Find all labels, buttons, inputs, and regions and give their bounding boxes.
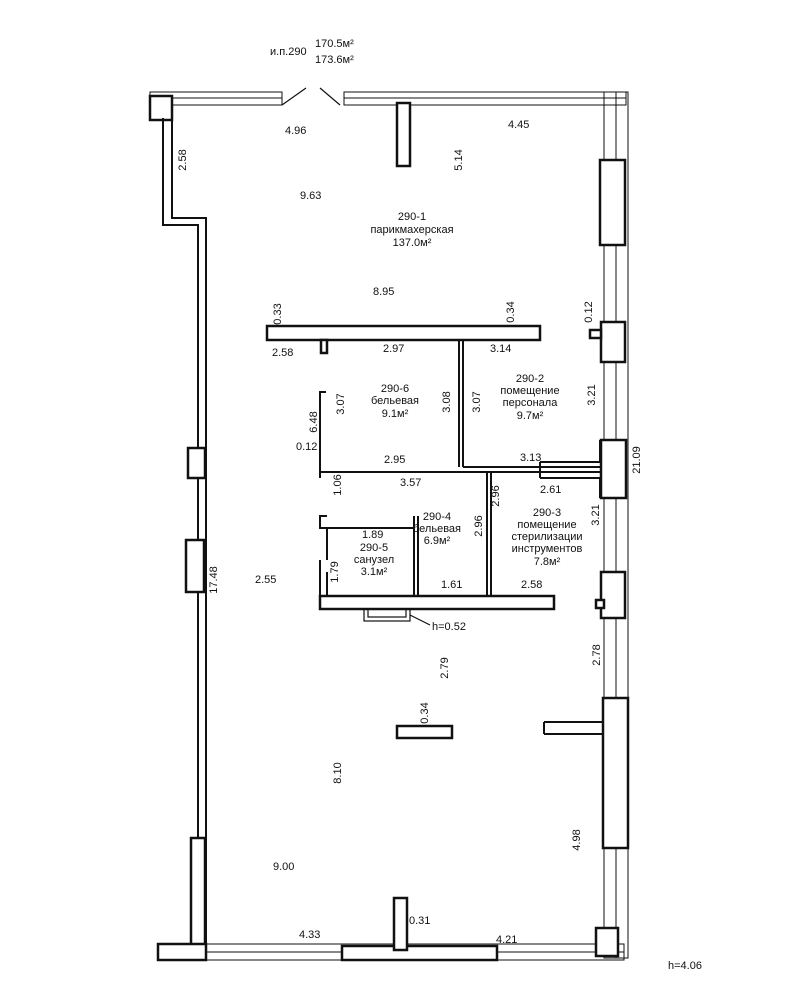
corner-block-bl <box>156 942 208 962</box>
room-290-4-name: бельевая <box>413 523 461 535</box>
lower-partition <box>318 594 556 611</box>
dim-hall-depth: 8.10 <box>332 762 344 783</box>
top-partition <box>395 101 412 168</box>
dim-bottom-right: 4.21 <box>496 934 517 946</box>
room-290-1-name: парикмахерская <box>370 224 453 236</box>
dim-room6-depth: 6.48 <box>308 411 320 432</box>
dim-corridor-h: 1.06 <box>332 474 344 495</box>
right-pillar-5 <box>601 696 630 850</box>
left-pillar-1 <box>186 446 207 480</box>
dim-right-lower: 2.78 <box>591 644 603 665</box>
dim-wall-012: 0.12 <box>296 441 317 453</box>
room-290-1-id: 290-1 <box>398 211 426 223</box>
dim-room3-side-b: 3.21 <box>590 504 602 525</box>
entrance-door-left <box>281 87 307 106</box>
right-pillar-4 <box>599 570 627 620</box>
hall-column <box>395 724 454 740</box>
dim-room6-top: 2.97 <box>383 343 404 355</box>
step <box>363 608 411 622</box>
room-290-6-name: бельевая <box>371 395 419 407</box>
room-290-3-name-1: помещение <box>517 519 576 531</box>
dim-pillar-top: 5.14 <box>453 149 465 170</box>
dim-corridor-w: 3.57 <box>400 477 421 489</box>
dim-partition-b: 0.34 <box>505 301 517 322</box>
dim-room2-side-a: 3.07 <box>471 391 483 412</box>
room-290-5-name: санузел <box>354 554 394 566</box>
room6-left-wall <box>319 391 326 478</box>
left-wall-upper <box>162 118 199 450</box>
area-total-1: 170.5м² <box>315 38 354 50</box>
left-pillar-3 <box>189 836 207 955</box>
room-290-4-area: 6.9м² <box>424 535 451 547</box>
dim-room2-top: 3.14 <box>490 343 511 355</box>
dim-hall-width-mid: 8.95 <box>373 286 394 298</box>
room-290-3-name-2: стерилизации <box>511 531 582 543</box>
dim-hall-width-lower: 9.00 <box>273 861 294 873</box>
room-290-2-name-2: персонала <box>503 397 559 409</box>
room-290-5-area: 3.1м² <box>361 566 388 578</box>
room-290-6-id: 290-6 <box>381 383 409 395</box>
left-pillar-2 <box>184 538 206 594</box>
right-pillar-3 <box>599 438 628 500</box>
dim-room2-side-b: 3.21 <box>586 384 598 405</box>
dim-bottom-pillar: 0.31 <box>409 915 430 927</box>
dim-left-offset: 2.58 <box>272 347 293 359</box>
area-total-2: 173.6м² <box>315 54 354 66</box>
dim-room3-bottom: 2.58 <box>521 579 542 591</box>
room-290-1-area: 137.0м² <box>393 237 432 249</box>
dim-right-gap: 0.12 <box>583 301 595 322</box>
corner-block-tl <box>148 94 174 122</box>
dim-step-h: h=0.52 <box>432 621 466 633</box>
dim-left-upper: 2.58 <box>177 149 189 170</box>
room-290-3-id: 290-3 <box>533 507 561 519</box>
dim-top-right-wall: 4.45 <box>508 119 529 131</box>
right-pillar-2 <box>599 320 627 364</box>
dim-total-right: 21.09 <box>631 446 643 474</box>
unit-label: и.п.290 <box>270 46 307 58</box>
corner-block-br <box>594 926 620 958</box>
dim-room2-bottom: 3.13 <box>520 452 541 464</box>
dim-top-left-wall: 4.96 <box>285 125 306 137</box>
room-290-5-id: 290-5 <box>360 542 388 554</box>
room-290-2-name-1: помещение <box>500 385 559 397</box>
room-290-3-name-3: инструментов <box>512 543 583 555</box>
dim-right-bottom: 4.98 <box>571 829 583 850</box>
dim-bottom-left: 4.33 <box>299 929 320 941</box>
dim-room3-top: 2.61 <box>540 484 561 496</box>
entrance-door-right <box>319 87 341 106</box>
dim-room5-w: 1.89 <box>362 529 383 541</box>
dim-left-total: 17.48 <box>208 566 220 594</box>
right-pillar-1 <box>598 158 627 247</box>
dim-partition-a: 0.33 <box>272 303 284 324</box>
main-partition <box>265 324 542 342</box>
dim-column-w: 0.34 <box>419 702 431 723</box>
dim-room6-side-b: 3.08 <box>441 391 453 412</box>
dim-room4-side: 2.96 <box>473 515 485 536</box>
room-290-3-area: 7.8м² <box>534 556 561 568</box>
dim-room6-bottom: 2.95 <box>384 454 405 466</box>
dim-hall-mid-w: 2.55 <box>255 574 276 586</box>
room-290-6-area: 9.1м² <box>382 408 409 420</box>
dim-room6-side-a: 3.07 <box>335 393 347 414</box>
bottom-pillar <box>392 896 409 952</box>
interior <box>265 101 606 952</box>
room-290-2-id: 290-2 <box>516 373 544 385</box>
dim-room3-side-a: 2.96 <box>490 485 502 506</box>
room-290-2-area: 9.7м² <box>517 410 544 422</box>
dim-column-h: 2.79 <box>439 657 451 678</box>
room-290-4-id: 290-4 <box>423 511 451 523</box>
dim-ceiling-h: h=4.06 <box>668 960 702 972</box>
dim-hall-width-upper: 9.63 <box>300 190 321 202</box>
bottom-wall-segment <box>340 944 499 962</box>
outer-walls <box>148 87 630 962</box>
dim-room5-h: 1.79 <box>329 561 341 582</box>
dim-room4-bottom: 1.61 <box>441 579 462 591</box>
